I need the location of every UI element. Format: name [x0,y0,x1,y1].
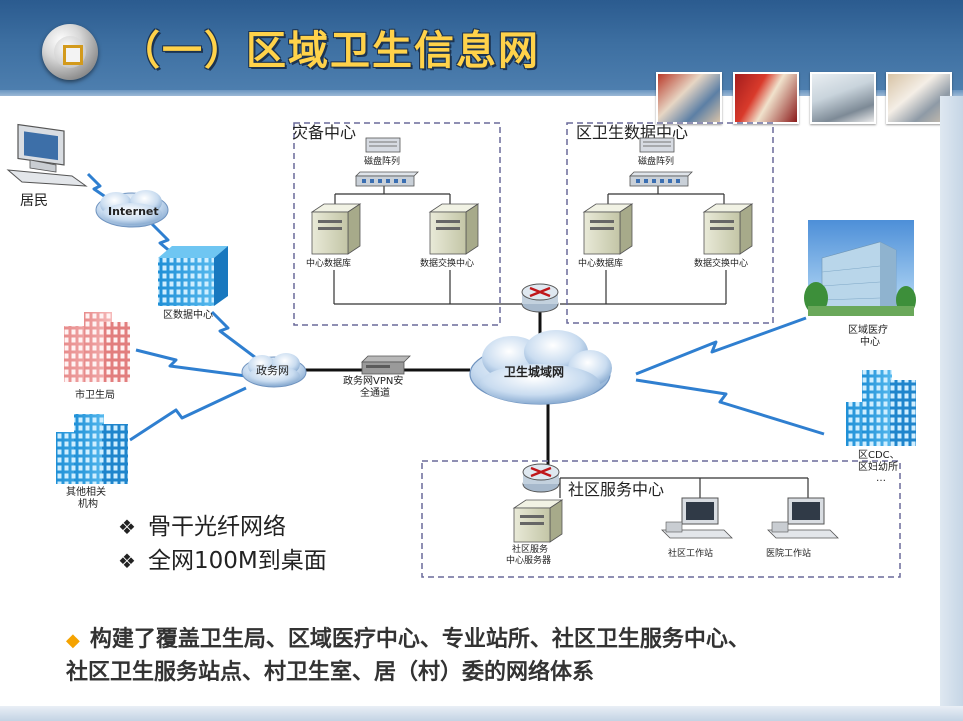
square-in-ball-icon [42,24,98,80]
resident-label: 居民 [20,193,48,209]
community-workstation-icon [661,497,733,539]
disaster-center-title: 灾备中心 [292,123,356,142]
cdc-building-icon [846,370,916,446]
building-event-photo [656,72,722,124]
hub-exchange-label: 数据交换中心 [694,257,748,269]
disaster-switch-icon [355,171,419,187]
internet-label: Internet [108,205,159,218]
community-server-label-2: 中心服务器 [506,554,551,566]
disaster-db-server-icon [310,203,362,255]
hub-disk-array-icon [639,137,675,153]
slide-header: （一）区域卫生信息网 [0,0,963,96]
diamond-bullet-icon: ❖ [118,515,136,539]
community-server-icon [512,499,564,543]
vpn-label-1: 政务网VPN安 [343,374,403,387]
hub-switch-icon [629,171,693,187]
resident-computer-icon [6,123,88,187]
disaster-disk-array-label: 磁盘阵列 [364,155,400,167]
feature-item-bandwidth: ❖ 全网100M到桌面 [118,544,327,578]
hub-db-server-icon [582,203,634,255]
core-router-icon [521,283,559,313]
other-institutions-building-icon [56,414,128,484]
vpn-gateway-icon [361,355,411,375]
disaster-exchange-server-icon [428,203,480,255]
regional-medical-label-1: 区域医疗 [848,323,888,336]
cdc-label-2: 区妇幼所 [858,460,898,473]
community-router-icon [522,463,560,493]
hub-disk-array-label: 磁盘阵列 [638,155,674,167]
city-health-bureau-building-icon [64,312,130,382]
feature-text: 骨干光纤网络 [148,514,286,540]
community-workstation-label: 社区工作站 [668,547,713,559]
summary-line-1-text: 构建了覆盖卫生局、区域医疗中心、专业站所、社区卫生服务中心、 [89,627,750,652]
disaster-disk-array-icon [365,137,401,153]
internet-cloud-icon [95,190,169,228]
feature-item-fiber: ❖ 骨干光纤网络 [118,510,327,544]
feature-list: ❖ 骨干光纤网络 ❖ 全网100M到桌面 [118,510,327,578]
ambulance-photo [810,72,876,124]
hospital-workstation-icon [767,497,839,539]
wireless-links [86,172,825,442]
hospital-workstation-label: 医院工作站 [766,547,811,559]
bottom-decor-band [0,706,963,721]
data-hub-title: 区卫生数据中心 [576,123,688,142]
gov-network-cloud-icon [241,353,307,388]
ceremony-photo [733,72,799,124]
slide-title: （一）区域卫生信息网 [120,28,540,74]
hub-db-label: 中心数据库 [578,257,623,269]
feature-text: 全网100M到桌面 [148,548,327,574]
gov-network-label: 政务网 [256,363,289,377]
disaster-exchange-label: 数据交换中心 [420,257,474,269]
district-data-center-label: 区数据中心 [163,308,213,321]
datacenter-links [333,185,809,498]
summary-text: ◆ 构建了覆盖卫生局、区域医疗中心、专业站所、社区卫生服务中心、 社区卫生服务站点… [66,624,926,689]
hub-exchange-server-icon [702,203,754,255]
summary-line-2: 社区卫生服务站点、村卫生室、居（村）委的网络体系 [66,660,595,685]
cdc-label-3: … [876,473,886,484]
vpn-label-2: 全通道 [360,386,390,399]
regional-medical-label-2: 中心 [860,335,880,348]
other-institutions-label-1: 其他相关 [66,485,106,498]
disaster-center-box [293,122,501,326]
health-wan-cloud-icon [469,330,612,405]
district-data-center-building-icon [158,246,228,306]
network-diagram: 居民 Internet 区数据中心 市卫生局 其他相关 机构 [6,122,916,578]
data-hub-box [566,122,774,324]
right-decor-band [940,96,963,721]
regional-medical-center-photo [804,220,916,316]
orange-diamond-bullet-icon: ◆ [66,630,80,651]
other-institutions-label-2: 机构 [78,497,98,510]
health-wan-label: 卫生城域网 [504,364,564,379]
cdc-label-1: 区CDC、 [858,449,900,461]
community-center-title: 社区服务中心 [568,480,664,499]
community-center-box [421,460,901,578]
city-health-bureau-label: 市卫生局 [75,388,115,401]
summary-line-1: ◆ 构建了覆盖卫生局、区域医疗中心、专业站所、社区卫生服务中心、 [66,624,926,657]
disaster-db-label: 中心数据库 [306,257,351,269]
diamond-bullet-icon: ❖ [118,549,136,573]
community-server-label-1: 社区服务 [512,543,548,555]
